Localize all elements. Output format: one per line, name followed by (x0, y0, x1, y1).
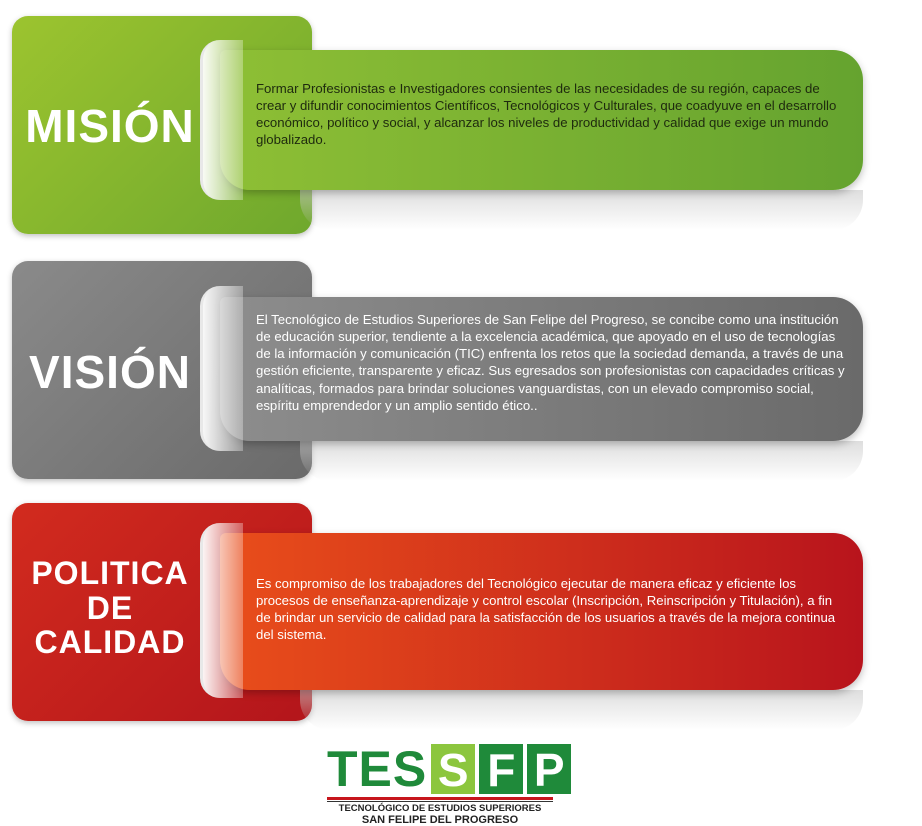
politica-text: Es compromiso de los trabajadores del Te… (256, 576, 836, 643)
politica-title: POLITICA DE CALIDAD (0, 556, 220, 660)
mision-ribbon-curl (200, 40, 243, 200)
vision-panel-shadow (300, 441, 863, 481)
logo-letters-tes: TES (327, 741, 428, 797)
vision-title: VISIÓN (29, 346, 191, 398)
politica-panel: Es compromiso de los trabajadores del Te… (220, 533, 863, 690)
logo-subtitle-line2: SAN FELIPE DEL PROGRESO (361, 814, 519, 826)
politica-panel-shadow (300, 690, 863, 730)
politica-title-line1: POLITICA (31, 555, 189, 591)
logo-subtitle-line1: TECNOLÓGICO DE ESTUDIOS SUPERIORES (338, 803, 542, 814)
logo-letters: TES S F P (327, 741, 572, 797)
logo-red-divider (327, 797, 553, 800)
mision-panel-shadow (300, 190, 863, 230)
vision-ribbon-curl (200, 286, 243, 451)
vision-text: El Tecnológico de Estudios Superiores de… (256, 312, 845, 413)
tessfp-logo: TES S F P TECNOLÓGICO DE ESTUDIOS SUPERI… (327, 742, 572, 826)
logo-letter-f: F (479, 744, 524, 796)
vision-panel: El Tecnológico de Estudios Superiores de… (220, 297, 863, 441)
logo-dark-divider (327, 801, 553, 802)
politica-ribbon-curl (200, 523, 243, 698)
politica-title-line3: CALIDAD (34, 624, 186, 661)
mision-panel: Formar Profesionistas e Investigadores c… (220, 50, 863, 190)
politica-title-line2: DE (86, 589, 134, 626)
logo-letter-p: P (527, 744, 572, 796)
mision-text: Formar Profesionistas e Investigadores c… (256, 81, 837, 148)
mision-title: MISIÓN (25, 100, 195, 152)
logo-letter-s: S (431, 744, 476, 796)
